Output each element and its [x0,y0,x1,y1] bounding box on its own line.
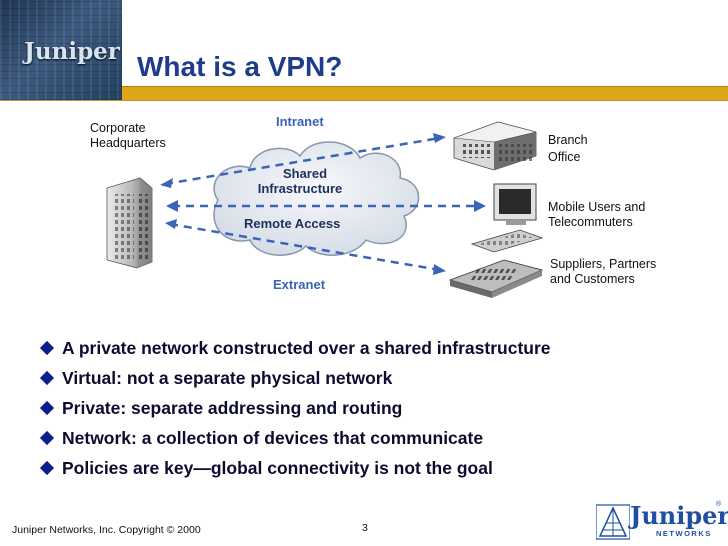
bullet-item: A private network constructed over a sha… [39,338,720,358]
page-number: 3 [362,522,368,534]
extranet-label: Extranet [273,277,326,292]
hq-label: Corporate Headquarters [90,121,166,150]
juniper-tree-icon [596,504,630,540]
remote-access-label: Remote Access [244,216,341,231]
diamond-bullet-icon [39,460,55,476]
branch-office-label: Branch Office [548,133,588,164]
bullet-item: Policies are key—global connectivity is … [39,458,720,478]
suppliers-label: Suppliers, Partners and Customers [550,257,657,286]
diamond-bullet-icon [39,430,55,446]
vpn-diagram: Intranet Extranet Corporate Headquarters… [0,100,728,330]
footer-logo-sub: NETWORKS [656,529,712,538]
cloud-label: Shared Infrastructure [257,166,343,196]
diamond-bullet-icon [39,340,55,356]
title-accent-rule [122,86,728,101]
vpn-tunnels [160,133,486,275]
diamond-bullet-icon [39,370,55,386]
branch-office-building-icon [453,121,537,171]
diamond-bullet-icon [39,400,55,416]
footer-logo-word: Juniper [630,501,728,530]
bullet-list: A private network constructed over a sha… [39,338,720,488]
header-divider [0,100,728,101]
bullet-item: Network: a collection of devices that co… [39,428,720,448]
header-logo-image: Juniper [0,0,122,100]
header-logo-text: Juniper [24,38,120,65]
registered-mark: ® [716,501,722,508]
mobile-users-label: Mobile Users and Telecommuters [548,200,646,229]
workstation-computer-icon [470,183,544,253]
bullet-item: Virtual: not a separate physical network [39,368,720,388]
bullet-item: Private: separate addressing and routing [39,398,720,418]
footer-copyright: Juniper Networks, Inc. Copyright © 2000 [12,524,201,536]
intranet-label: Intranet [276,114,324,129]
headquarters-building-icon [106,177,153,269]
network-equipment-icon [448,259,544,298]
slide-title: What is a VPN? [137,51,343,82]
shared-infrastructure-cloud [213,141,420,256]
juniper-footer-logo: Juniper NETWORKS ® [596,501,728,541]
